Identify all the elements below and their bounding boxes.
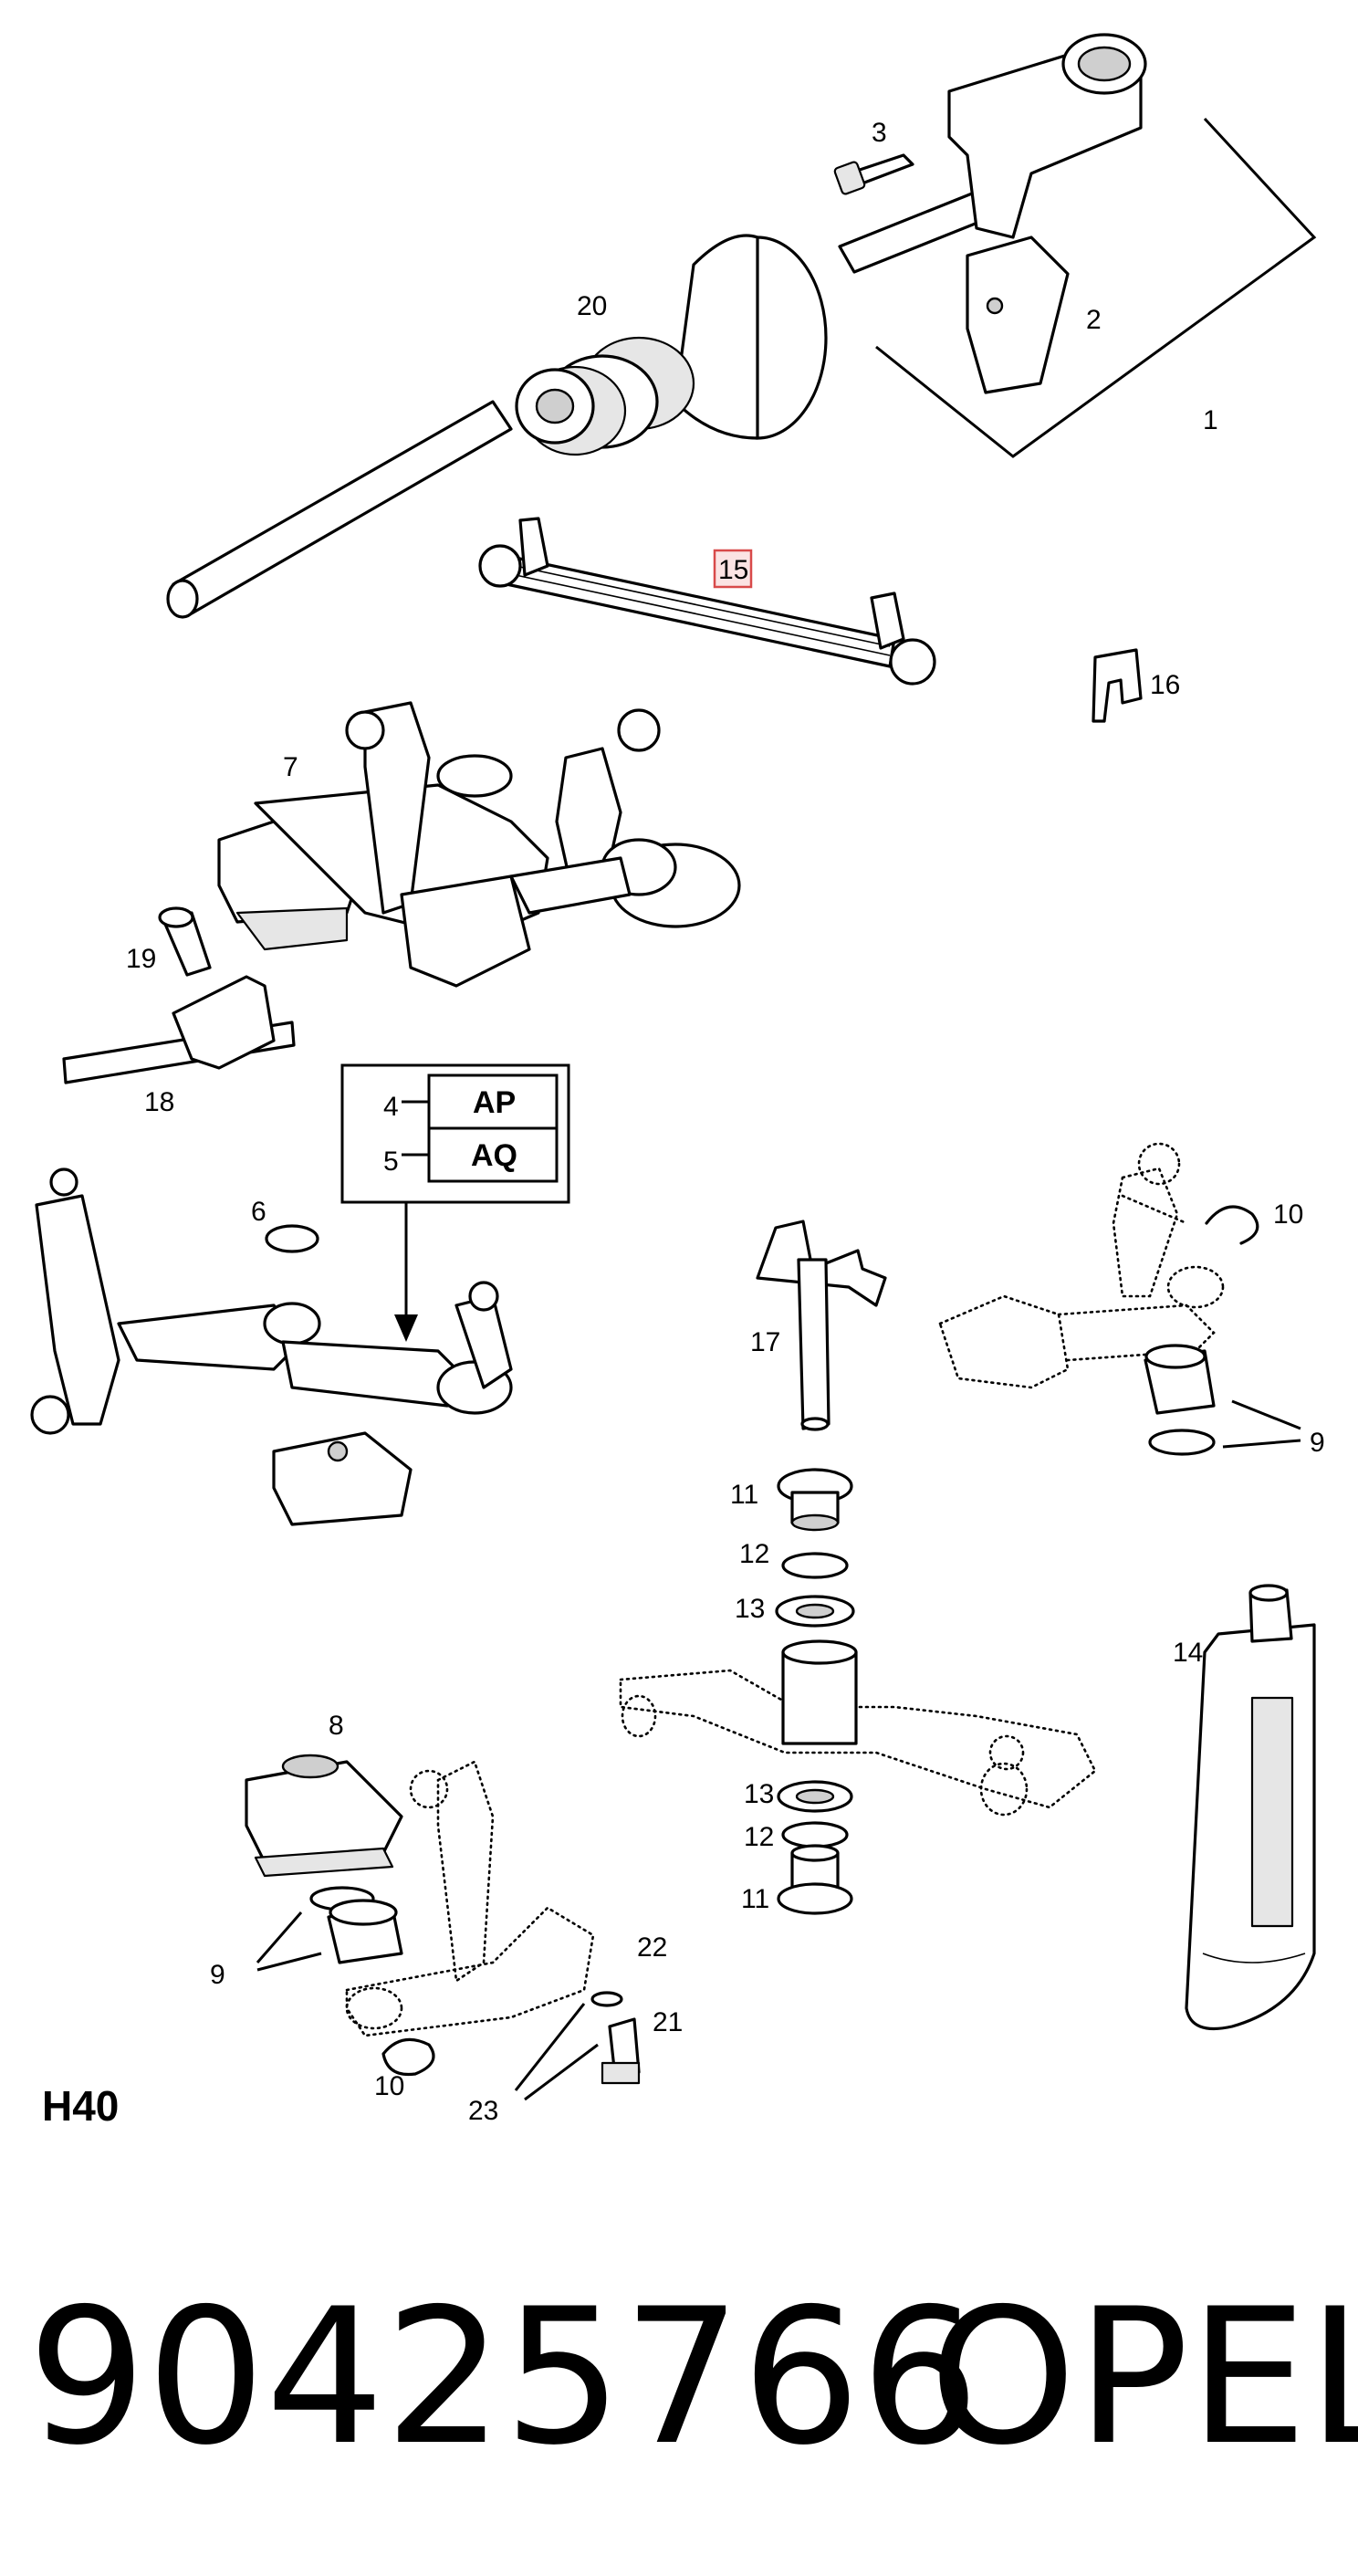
callout-9-bottom: 9 (210, 1960, 225, 1990)
ghost-lever-center (619, 1669, 1097, 1817)
shift-mechanism (217, 701, 741, 988)
washer-stack-bottom (777, 1780, 853, 1915)
callout-labels: 3 2 1 20 16 7 19 18 4 5 6 10 9 17 11 12 … (42, 118, 1325, 2130)
rubber-boot (515, 234, 828, 456)
bushing-9-right (1144, 1344, 1301, 1456)
selector-linkage (30, 1168, 513, 1526)
callout-10-bottom: 10 (374, 2071, 404, 2101)
variant-code-ap: AP (473, 1085, 516, 1120)
callout-15: 15 (718, 555, 748, 585)
callout-13-bottom: 13 (744, 1779, 774, 1809)
callout-15-highlight (713, 549, 753, 589)
callout-3: 3 (872, 118, 887, 148)
callout-7: 7 (283, 752, 298, 782)
variant-box (340, 1063, 570, 1342)
shift-rod-assembly (166, 186, 1002, 619)
callout-12-top: 12 (739, 1539, 769, 1569)
callout-20: 20 (577, 291, 607, 321)
callout-18: 18 (144, 1087, 174, 1117)
callout-8: 8 (329, 1711, 344, 1741)
callout-22: 22 (637, 1932, 667, 1963)
callout-5: 5 (383, 1147, 399, 1177)
brand-name: OPEL (929, 2269, 1358, 2487)
callout-16: 16 (1150, 670, 1180, 700)
clip (1092, 648, 1143, 723)
bolt (833, 153, 914, 195)
linkage-rod (478, 517, 936, 686)
grease-tube (1185, 1584, 1316, 2031)
callout-11-bottom: 11 (741, 1884, 769, 1914)
pin (158, 906, 212, 977)
lever-assembly-bottom (245, 1754, 641, 2101)
callout-12-bottom: 12 (744, 1822, 774, 1852)
snap-ring-10-right (1205, 1205, 1259, 1245)
sleeve (781, 1639, 858, 1745)
callout-6: 6 (251, 1197, 266, 1227)
footer: 90425766 OPEL (27, 2269, 1358, 2487)
washer-stack-top (775, 1468, 855, 1628)
snap-ring-6 (265, 1224, 319, 1253)
callout-4: 4 (383, 1092, 399, 1122)
callout-23: 23 (468, 2096, 498, 2126)
callout-21: 21 (653, 2007, 683, 2037)
variant-code-aq: AQ (471, 1138, 517, 1173)
callout-19: 19 (126, 944, 156, 974)
shift-housing (875, 33, 1317, 458)
part-number: 90425766 (27, 2269, 979, 2487)
callout-2: 2 (1086, 305, 1102, 335)
callout-17: 17 (750, 1327, 780, 1357)
callout-14: 14 (1173, 1638, 1203, 1668)
fork-bracket (62, 975, 296, 1084)
callout-11-top: 11 (730, 1480, 758, 1510)
callout-13-top: 13 (735, 1594, 765, 1624)
shaft-17 (756, 1220, 887, 1431)
callout-9-right: 9 (1310, 1428, 1325, 1458)
callout-10-right: 10 (1273, 1199, 1303, 1230)
variant-label: H40 (42, 2082, 119, 2130)
callout-1: 1 (1203, 405, 1218, 435)
